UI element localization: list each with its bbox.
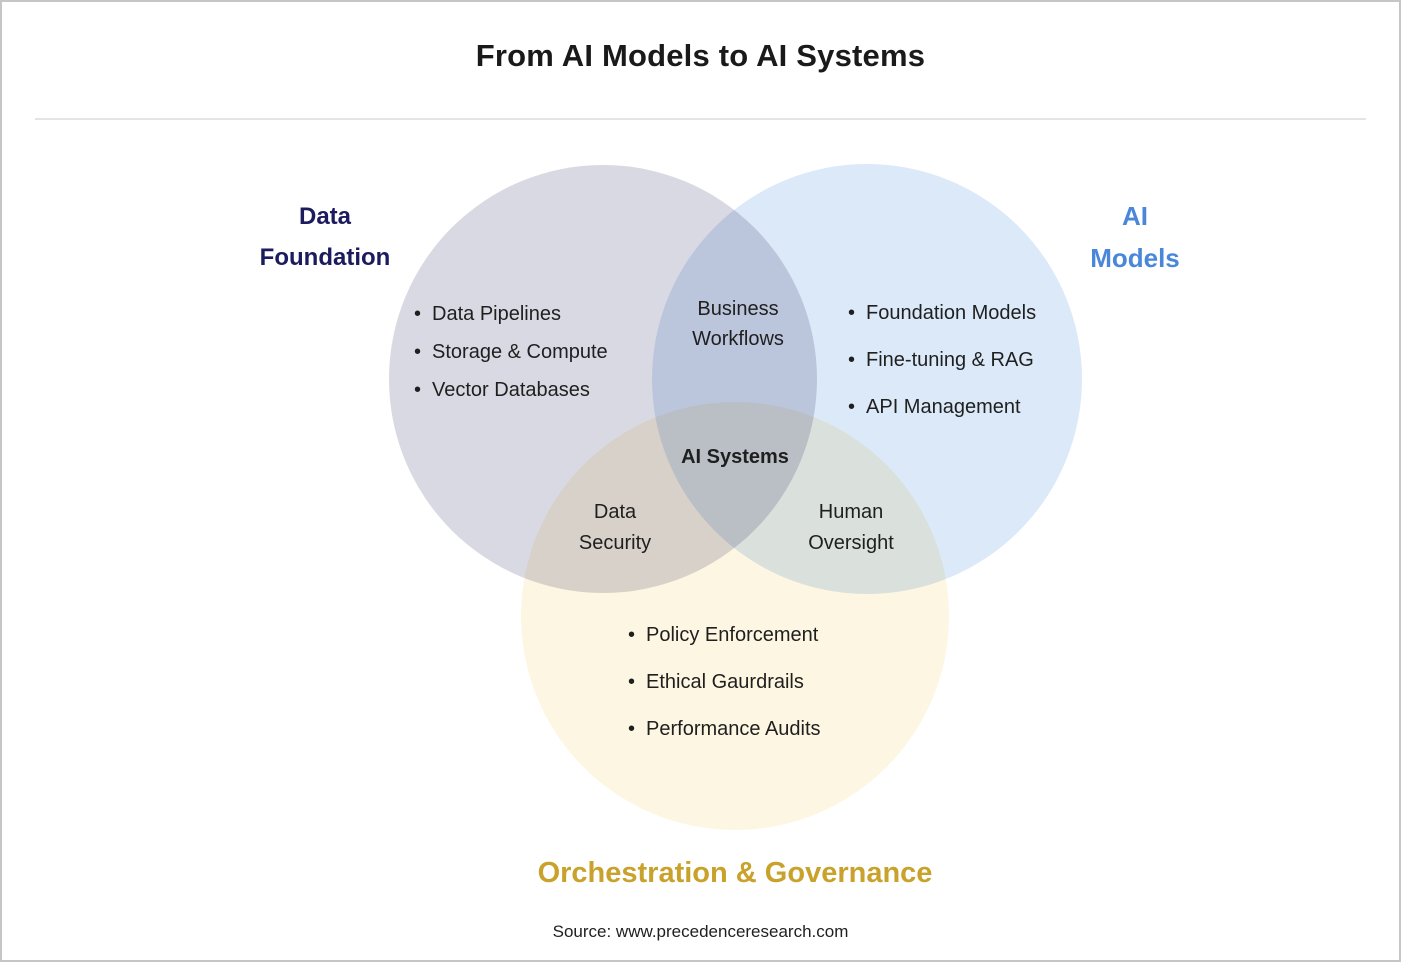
data-security-line2: Security	[578, 532, 652, 554]
orchestration-governance-label: Orchestration & Governance	[537, 857, 933, 889]
list-item: API Management	[848, 384, 1036, 431]
ai-models-list: Foundation Models Fine-tuning & RAG API …	[848, 290, 1036, 431]
data-foundation-list: Data Pipelines Storage & Compute Vector …	[414, 295, 608, 409]
human-oversight-line1: Human	[818, 501, 884, 523]
data-security-label: Data Security	[515, 497, 715, 559]
list-item: Policy Enforcement	[628, 612, 821, 659]
human-oversight-line2: Oversight	[808, 532, 894, 554]
ai-models-label: AI Models	[985, 195, 1285, 279]
title-divider	[35, 118, 1366, 120]
data-foundation-label: Data Foundation	[175, 196, 475, 278]
list-item: Storage & Compute	[414, 333, 608, 371]
data-security-line1: Data	[593, 501, 637, 523]
data-foundation-label-line1: Data	[298, 203, 352, 230]
list-item: Ethical Gaurdrails	[628, 659, 821, 706]
list-item: Fine-tuning & RAG	[848, 337, 1036, 384]
ai-systems-label: AI Systems	[681, 446, 789, 468]
list-item: Foundation Models	[848, 290, 1036, 337]
business-workflows-label: Business Workflows	[618, 294, 858, 354]
human-oversight-label: Human Oversight	[751, 497, 951, 559]
page-title: From AI Models to AI Systems	[475, 38, 926, 73]
ai-models-label-line1: AI	[1122, 201, 1148, 231]
source-text: Source: www.precedenceresearch.com	[552, 922, 849, 941]
data-foundation-label-line2: Foundation	[259, 244, 391, 271]
business-workflows-line2: Workflows	[692, 328, 784, 350]
ai-models-label-line2: Models	[1090, 243, 1180, 273]
list-item: Vector Databases	[414, 371, 608, 409]
list-item: Performance Audits	[628, 706, 821, 753]
business-workflows-line1: Business	[697, 298, 779, 320]
list-item: Data Pipelines	[414, 295, 608, 333]
orchestration-governance-list: Policy Enforcement Ethical Gaurdrails Pe…	[628, 612, 821, 753]
